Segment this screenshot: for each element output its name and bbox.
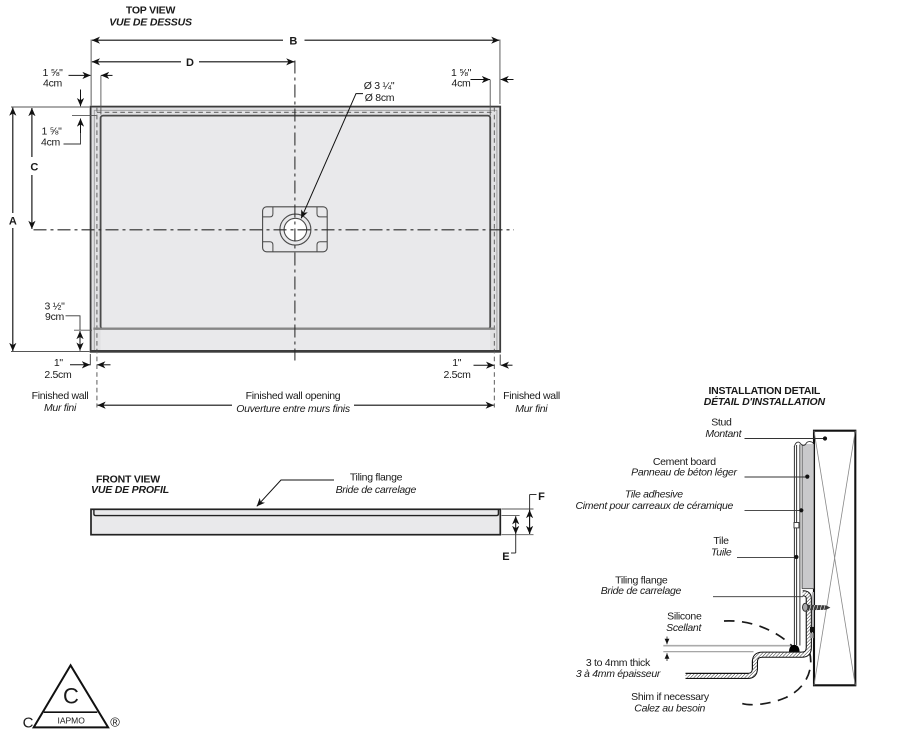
svg-text:Cement board: Cement board: [653, 456, 716, 468]
svg-text:1": 1": [452, 357, 462, 369]
svg-text:Finished wall: Finished wall: [32, 390, 89, 402]
svg-text:Ø 3 ¼": Ø 3 ¼": [364, 80, 395, 92]
svg-text:1 ⅝": 1 ⅝": [41, 126, 62, 138]
svg-text:2.5cm: 2.5cm: [44, 369, 72, 381]
svg-text:4cm: 4cm: [41, 136, 60, 148]
svg-text:Finished wall: Finished wall: [503, 390, 560, 402]
svg-text:Finished wall opening: Finished wall opening: [246, 390, 341, 402]
svg-text:Silicone: Silicone: [667, 611, 702, 623]
svg-text:C: C: [23, 715, 34, 732]
svg-text:3 ½": 3 ½": [44, 301, 65, 313]
svg-text:FRONT VIEW: FRONT VIEW: [96, 474, 160, 486]
svg-text:Bride de carrelage: Bride de carrelage: [336, 484, 417, 496]
svg-text:1 ⅝": 1 ⅝": [451, 67, 472, 79]
svg-text:C: C: [63, 684, 79, 709]
svg-text:A: A: [9, 216, 17, 228]
svg-text:INSTALLATION DETAIL: INSTALLATION DETAIL: [708, 385, 820, 397]
svg-text:Scellant: Scellant: [666, 622, 702, 634]
svg-text:Mur fini: Mur fini: [44, 402, 77, 414]
svg-text:B: B: [289, 35, 297, 47]
svg-text:Panneau de béton léger: Panneau de béton léger: [631, 466, 737, 478]
svg-text:Calez au besoin: Calez au besoin: [634, 703, 705, 715]
svg-text:Ouverture entre murs finis: Ouverture entre murs finis: [236, 403, 351, 415]
svg-text:E: E: [502, 551, 509, 563]
svg-text:IAPMO: IAPMO: [57, 716, 85, 726]
svg-text:Ciment pour carreaux de cérami: Ciment pour carreaux de céramique: [575, 500, 733, 512]
svg-text:VUE DE DESSUS: VUE DE DESSUS: [109, 17, 192, 29]
svg-text:2.5cm: 2.5cm: [443, 369, 471, 381]
svg-text:9cm: 9cm: [45, 311, 64, 323]
svg-text:Montant: Montant: [705, 428, 742, 440]
svg-text:3 to 4mm thick: 3 to 4mm thick: [586, 657, 651, 669]
svg-text:C: C: [30, 162, 38, 174]
svg-text:4cm: 4cm: [452, 78, 471, 90]
svg-text:Bride de carrelage: Bride de carrelage: [601, 585, 682, 597]
svg-text:F: F: [538, 491, 545, 503]
svg-text:Tiling flange: Tiling flange: [350, 471, 403, 483]
svg-text:1 ⅝": 1 ⅝": [42, 67, 63, 79]
svg-text:Tiling flange: Tiling flange: [615, 574, 668, 586]
svg-text:4cm: 4cm: [43, 78, 62, 90]
svg-text:D: D: [186, 57, 194, 69]
svg-text:1": 1": [54, 357, 64, 369]
svg-text:Mur fini: Mur fini: [515, 403, 548, 415]
svg-text:Stud: Stud: [711, 417, 732, 429]
svg-text:3 à 4mm épaisseur: 3 à 4mm épaisseur: [576, 668, 661, 680]
svg-text:VUE DE PROFIL: VUE DE PROFIL: [91, 484, 169, 496]
svg-text:Tuile: Tuile: [711, 546, 732, 558]
svg-text:TOP VIEW: TOP VIEW: [126, 5, 176, 17]
svg-text:DÉTAIL D'INSTALLATION: DÉTAIL D'INSTALLATION: [704, 395, 826, 408]
svg-text:Tile adhesive: Tile adhesive: [625, 489, 683, 501]
svg-text:Tile: Tile: [713, 535, 729, 547]
svg-text:®: ®: [110, 715, 120, 730]
svg-text:Ø 8cm: Ø 8cm: [365, 92, 395, 104]
svg-text:Shim if necessary: Shim if necessary: [631, 691, 710, 703]
